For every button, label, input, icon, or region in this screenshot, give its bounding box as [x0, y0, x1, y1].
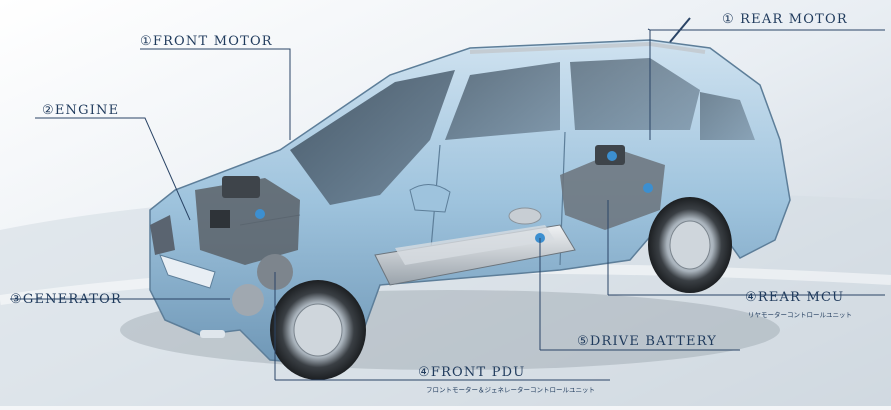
label-front-pdu-subtitle: フロントモーター＆ジェネレーターコントロールユニット: [426, 386, 595, 394]
label-generator: ③GENERATOR: [10, 292, 122, 307]
label-rear-mcu-subtitle: リヤモーターコントロールユニット: [748, 311, 852, 319]
label-engine: ②ENGINE: [42, 103, 120, 118]
label-front-motor: ①FRONT MOTOR: [140, 34, 273, 49]
label-rear-mcu: ④REAR MCU: [745, 290, 845, 305]
leader-lines: [10, 28, 885, 381]
label-rear-motor: ① REAR MOTOR: [722, 12, 848, 27]
label-drive-battery: ⑤DRIVE BATTERY: [577, 334, 718, 349]
label-front-pdu: ④FRONT PDU: [418, 365, 526, 380]
